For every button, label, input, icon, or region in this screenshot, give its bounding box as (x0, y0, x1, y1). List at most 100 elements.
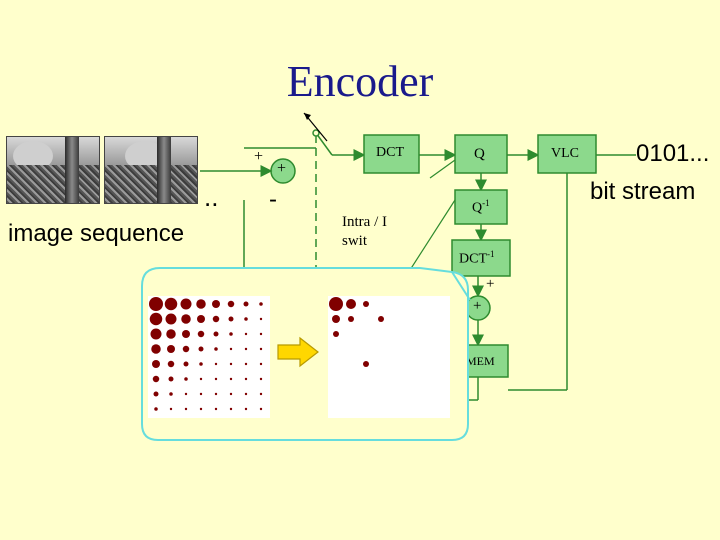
coefficient-dot (197, 330, 205, 338)
coefficient-dot (181, 314, 191, 324)
plus-sign-node: + (277, 160, 287, 177)
quantized-dot (378, 316, 384, 322)
input-frame-1 (6, 136, 100, 204)
dct-label: DCT (376, 145, 404, 160)
q-inverse-block (454, 189, 508, 225)
q-inverse-label: Q-1 (472, 198, 490, 217)
coefficient-dot (259, 317, 263, 321)
coefficient-dot (199, 362, 203, 366)
coefficient-dot (149, 297, 163, 311)
coefficient-dot (259, 332, 263, 336)
coefficient-dot (199, 392, 203, 396)
coefficient-dot (259, 362, 263, 366)
coefficient-dot (149, 312, 163, 326)
coefficient-dot (199, 377, 203, 381)
coefficient-dot (229, 377, 233, 381)
output-bits: 0101... (636, 140, 710, 167)
coefficient-dot (167, 345, 175, 353)
coefficient-dot (214, 362, 218, 366)
coefficient-dot (184, 407, 188, 411)
coefficient-dot (164, 297, 178, 311)
coefficient-dot (244, 362, 248, 366)
coefficient-dot (184, 392, 188, 396)
coefficient-dot (227, 300, 235, 308)
coefficient-dot (212, 315, 220, 323)
coefficient-dot (259, 347, 263, 351)
coefficient-dot (196, 299, 206, 309)
sequence-dots: .. (204, 182, 219, 212)
dct-inverse-block (451, 239, 511, 277)
coefficient-dot (229, 347, 233, 351)
coefficient-dot (214, 407, 218, 411)
quantized-dot (333, 331, 339, 337)
image-sequence-label: image sequence (8, 220, 185, 247)
dct-inverse-exponent: -1 (487, 249, 495, 259)
input-frame-2 (104, 136, 198, 204)
coefficient-dot (259, 302, 263, 306)
plus-sign-adder-in: + (486, 276, 495, 292)
coefficient-dot (198, 346, 204, 352)
coefficient-dot (229, 407, 233, 411)
switch-arm (315, 132, 333, 156)
bit-stream-label: bit stream (590, 178, 696, 205)
switch-label-line1: Intra / I (342, 214, 387, 230)
coefficient-dot (199, 407, 203, 411)
coefficient-dot (197, 315, 205, 323)
full-coefficient-dots (149, 297, 263, 411)
q-block (454, 134, 508, 174)
q-label: Q (474, 146, 485, 162)
coefficient-dot (259, 392, 263, 396)
dct-inverse-base: DCT (459, 251, 487, 267)
coefficient-dot (228, 316, 234, 322)
coefficient-dot (182, 330, 190, 338)
coefficient-dot (214, 392, 218, 396)
coefficient-dot (166, 329, 176, 339)
q-inverse-exponent: -1 (482, 198, 490, 208)
quantized-dot (332, 315, 340, 323)
coefficient-dot (182, 345, 190, 353)
coefficient-dot (229, 392, 233, 396)
coefficient-dot (244, 317, 248, 321)
coefficient-dot (180, 298, 192, 310)
coefficient-dot (150, 328, 162, 340)
coefficient-dot (259, 407, 263, 411)
switch-contact (312, 129, 320, 137)
vlc-label: VLC (551, 146, 579, 161)
dct-block (363, 134, 420, 174)
slide-title: Encoder (286, 57, 434, 106)
coefficient-dot (244, 377, 248, 381)
coefficient-dot (169, 392, 173, 396)
switch-label-line2: swit (342, 233, 368, 249)
coefficient-dot (244, 407, 248, 411)
quantized-dot (363, 301, 369, 307)
coefficient-dot (151, 344, 161, 354)
coefficient-dot (229, 332, 233, 336)
quantized-coefficient-dots (329, 297, 384, 367)
coefficient-grid-full (148, 296, 270, 418)
minus-sign: - (269, 186, 277, 213)
coefficient-dot (212, 300, 220, 308)
coefficient-dot (244, 347, 248, 351)
coefficient-dot (154, 407, 158, 411)
coefficient-dot (213, 331, 219, 337)
quantized-dot (346, 299, 356, 309)
plus-sign-adder: + (473, 298, 482, 314)
coefficient-dot (184, 377, 188, 381)
coefficient-dot (152, 375, 160, 383)
quantized-dot (329, 297, 343, 311)
coefficient-dot (243, 301, 249, 307)
coefficient-dot (153, 391, 159, 397)
coefficient-grid-quantized (328, 296, 450, 418)
transform-arrow (277, 336, 319, 368)
q-inverse-base: Q (472, 200, 483, 216)
quantized-dot (348, 316, 354, 322)
coefficient-dot (183, 361, 189, 367)
coefficient-dot (214, 377, 218, 381)
coefficient-dot (169, 407, 173, 411)
coefficient-dot (167, 360, 175, 368)
coefficient-dot (244, 392, 248, 396)
coefficient-dot (229, 362, 233, 366)
coefficient-dot (214, 347, 218, 351)
